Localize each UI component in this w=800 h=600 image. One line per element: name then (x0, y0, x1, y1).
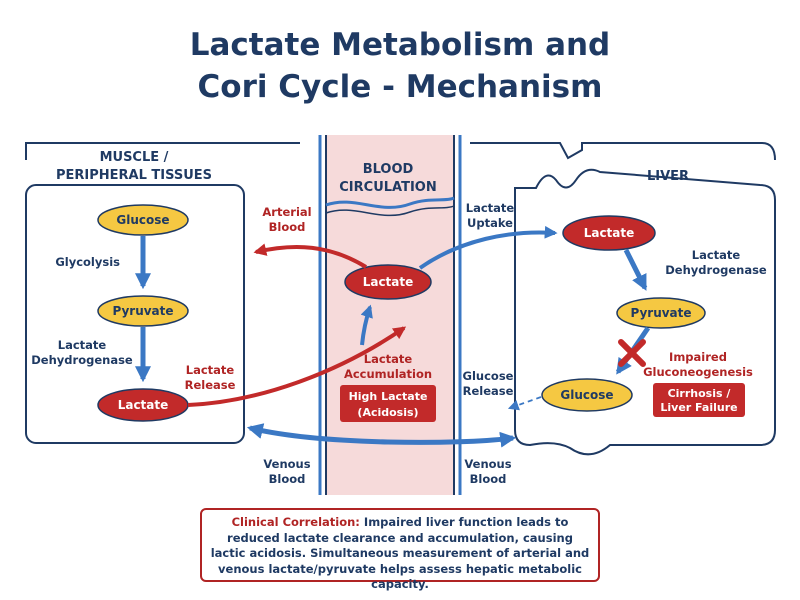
glucose-release-arrow (507, 396, 542, 411)
clinical-correlation-text: Impaired liver function leads to reduced… (210, 515, 590, 591)
muscle-pyruvate-label: Pyruvate (112, 304, 173, 318)
muscle-ldh-label-2: Dehydrogenase (31, 353, 133, 367)
blood-lactate-label: Lactate (363, 275, 414, 289)
title-line-2: Cori Cycle - Mechanism (198, 69, 603, 105)
muscle-glucose-node (97, 204, 189, 236)
lactate-release-label-2: Release (185, 378, 236, 392)
liver-ldh-label-1: Lactate (692, 248, 741, 262)
liver-pyruvate-node (616, 297, 706, 329)
impaired-label-2: Gluconeogenesis (643, 365, 753, 379)
blood-title-1: BLOOD (363, 162, 414, 177)
venous-left-label-2: Blood (269, 472, 306, 486)
outer-frame (25, 142, 776, 161)
accumulation-label-2: Accumulation (344, 367, 432, 381)
clinical-correlation-label: Clinical Correlation: (231, 515, 360, 529)
arterial-blood-arrow (253, 243, 368, 269)
liver-lactate-node (562, 215, 656, 251)
lactate-uptake-label-1: Lactate (466, 201, 515, 215)
cirrhosis-box (653, 383, 745, 417)
liver-glucose-label: Glucose (560, 388, 613, 402)
venous-left-label-1: Venous (263, 457, 310, 471)
muscle-pyruvate-node (97, 295, 189, 327)
cirrhosis-label-1: Cirrhosis / (668, 387, 732, 400)
muscle-ldh-label-1: Lactate (58, 338, 107, 352)
liver-lactate-label: Lactate (584, 226, 635, 240)
glucose-release-label-2: Release (463, 384, 514, 398)
impaired-label-1: Impaired (669, 350, 727, 364)
venous-right-label-2: Blood (470, 472, 507, 486)
accumulation-label-1: Lactate (364, 352, 413, 366)
venous-right-label-1: Venous (464, 457, 511, 471)
high-lactate-box (340, 385, 436, 422)
glucose-release-label-1: Glucose (463, 369, 514, 383)
clinical-correlation-note: Clinical Correlation: Impaired liver fun… (200, 508, 600, 591)
liver-ldh-label-2: Dehydrogenase (665, 263, 767, 277)
arterial-blood-label-2: Blood (269, 220, 306, 234)
muscle-box (25, 184, 245, 444)
liver-title: LIVER (647, 169, 689, 184)
glycolysis-label: Glycolysis (55, 255, 120, 269)
liver-glucose-node (541, 378, 633, 412)
liver-box (514, 168, 776, 456)
lactate-release-label-1: Lactate (186, 363, 235, 377)
lactate-uptake-arrow (418, 225, 558, 270)
muscle-glucose-label: Glucose (116, 213, 169, 227)
blocked-x-icon (618, 339, 646, 367)
lactate-release-arrow (187, 326, 407, 407)
high-lactate-label-1: High Lactate (349, 390, 428, 403)
arterial-blood-label-1: Arterial (262, 205, 311, 219)
muscle-title-2: PERIPHERAL TISSUES (56, 168, 212, 183)
muscle-lactate-label: Lactate (118, 398, 169, 412)
muscle-title-1: MUSCLE / (100, 150, 169, 165)
lactate-uptake-label-2: Uptake (467, 216, 513, 230)
blood-title-2: CIRCULATION (339, 180, 436, 195)
vessel-wave-1 (325, 196, 455, 209)
high-lactate-label-2: (Acidosis) (357, 406, 418, 419)
accumulation-up-arrow (360, 304, 373, 346)
venous-blood-arrow (246, 423, 517, 448)
liver-ldh-arrow (623, 248, 648, 291)
vessel-wave-2 (325, 205, 455, 217)
liver-pyruvate-label: Pyruvate (630, 306, 691, 320)
blood-lactate-node (344, 264, 432, 300)
cirrhosis-label-2: Liver Failure (660, 401, 737, 414)
title-line-1: Lactate Metabolism and (190, 27, 611, 63)
